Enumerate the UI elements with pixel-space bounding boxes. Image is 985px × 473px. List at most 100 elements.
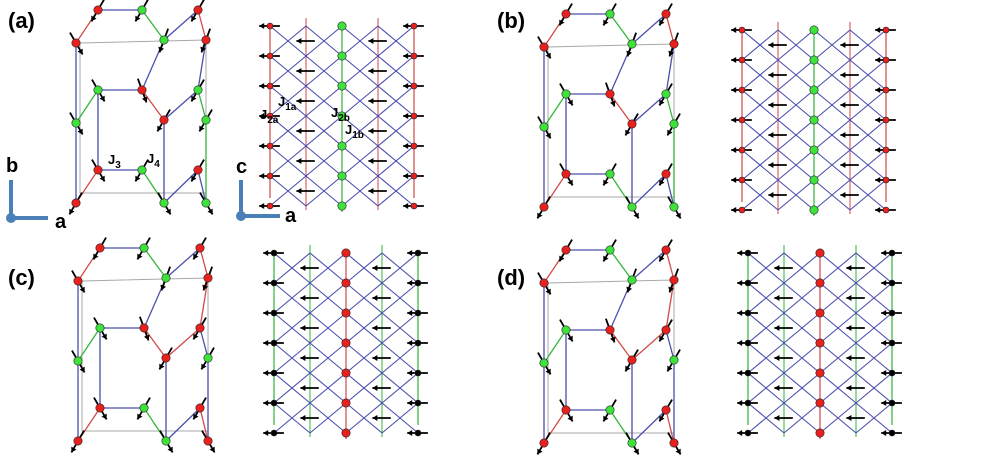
edge-atom <box>888 339 896 347</box>
red-atom <box>815 338 825 348</box>
red-atom <box>341 248 351 258</box>
spin-arrow <box>768 162 787 168</box>
bond <box>163 89 199 121</box>
edge-atom <box>270 309 278 317</box>
edge-atom <box>738 86 746 94</box>
bond <box>543 93 567 128</box>
diag-bond <box>813 149 851 181</box>
green-atom <box>337 171 347 181</box>
bond <box>165 327 201 359</box>
diag-bond <box>345 372 383 404</box>
bond <box>141 89 165 121</box>
red-atom <box>561 169 571 179</box>
edge-atom <box>266 172 274 180</box>
bond <box>631 409 667 444</box>
spin-arrow <box>372 265 391 271</box>
honeycomb-panel-b <box>536 3 682 219</box>
edge-atom <box>410 112 418 120</box>
green-atom <box>337 21 347 31</box>
bond <box>197 169 207 204</box>
diag-bond <box>777 119 815 151</box>
edge-atom <box>266 112 274 120</box>
diag-bond <box>345 252 383 284</box>
red-atom <box>137 85 147 95</box>
green-atom <box>809 85 819 95</box>
red-atom <box>161 353 171 363</box>
edge-atom <box>888 399 896 407</box>
diag-bond <box>305 115 343 147</box>
triangular-panel-a <box>259 18 424 212</box>
bond <box>665 329 675 361</box>
red-atom <box>539 278 549 288</box>
axes-c-a: c a <box>236 156 297 227</box>
red-atom <box>561 245 571 255</box>
green-atom <box>561 89 571 99</box>
spin-arrow <box>774 295 793 301</box>
edge-atom <box>882 116 890 124</box>
spin-arrow <box>840 162 859 168</box>
spin-arrow <box>300 295 319 301</box>
edge-atom <box>266 202 274 210</box>
red-atom <box>627 355 637 365</box>
diag-bond <box>309 252 347 284</box>
bond <box>165 247 201 279</box>
diag-bond <box>273 372 311 404</box>
honeycomb-panel-c <box>70 237 216 453</box>
spin-arrow <box>768 132 787 138</box>
green-atom <box>605 405 615 415</box>
edge-atom <box>738 176 746 184</box>
green-atom <box>809 55 819 65</box>
red-atom <box>539 202 549 212</box>
red-atom <box>661 325 671 335</box>
diag-bond <box>783 282 821 314</box>
diag-bond <box>381 342 419 374</box>
spin-arrow <box>846 415 865 421</box>
diag-bond <box>269 55 307 87</box>
spin-arrow <box>768 102 787 108</box>
red-atom <box>203 273 213 283</box>
edge-atom <box>266 82 274 90</box>
red-atom <box>139 323 149 333</box>
edge-atom <box>882 146 890 154</box>
diag-bond <box>777 149 815 181</box>
honeycomb-panel-a <box>68 0 214 215</box>
diag-bond <box>273 402 311 434</box>
diag-bond <box>273 282 311 314</box>
diag-bond <box>269 175 307 207</box>
label-j1b: J1b <box>345 122 364 141</box>
diag-bond <box>381 252 419 284</box>
diag-bond <box>345 342 383 374</box>
green-atom <box>337 141 347 151</box>
diag-bond <box>819 402 857 434</box>
diag-bond <box>309 342 347 374</box>
diag-bond <box>777 179 815 211</box>
diag-bond <box>813 29 851 61</box>
spin-arrow <box>846 325 865 331</box>
diag-bond <box>309 312 347 344</box>
green-atom <box>201 198 211 208</box>
diag-bond <box>341 25 379 57</box>
bond <box>199 247 209 279</box>
diag-bond <box>341 115 379 147</box>
bond <box>665 409 675 444</box>
diag-bond <box>741 89 779 121</box>
label-j2b: J2b <box>331 105 350 124</box>
red-atom <box>193 5 203 15</box>
spin-arrow <box>300 325 319 331</box>
green-atom <box>669 119 679 129</box>
red-atom <box>159 115 169 125</box>
spin-arrow <box>840 42 859 48</box>
edge-atom <box>270 369 278 377</box>
diag-bond <box>819 312 857 344</box>
red-atom <box>815 398 825 408</box>
diag-bond <box>855 372 893 404</box>
diag-bond <box>341 145 379 177</box>
diag-bond <box>783 342 821 374</box>
axis-label-a: a <box>55 211 67 233</box>
diag-bond <box>747 312 785 344</box>
bond <box>609 329 633 361</box>
edge-atom <box>888 309 896 317</box>
edge-atom <box>744 399 752 407</box>
spin-arrow <box>296 188 315 194</box>
